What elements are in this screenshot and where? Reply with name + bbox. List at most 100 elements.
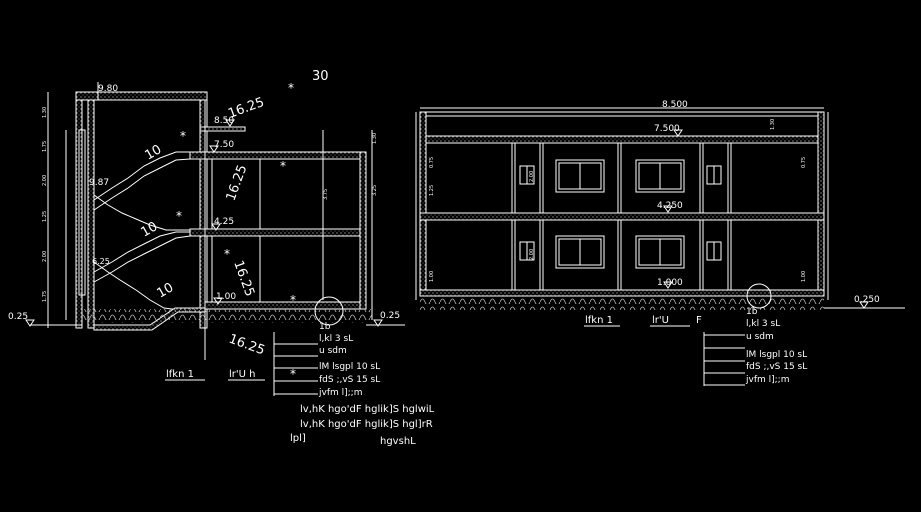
stair-text-2: 10 — [139, 219, 161, 240]
right-end-wall — [359, 151, 367, 310]
right-legend: 1b l,kl 3 sL u sdm lM lsgpl 10 sL fdS ;,… — [703, 307, 807, 386]
right-section — [415, 107, 905, 310]
stair-flight-upper-b — [93, 158, 191, 211]
right-section-title-b: lr'U — [652, 315, 669, 326]
right-roof-slab — [419, 135, 825, 144]
left-section-title-b: lr'U h — [229, 369, 255, 380]
window-lower-1 — [555, 235, 605, 269]
rvdim-4: 2.00 — [529, 171, 535, 182]
right-dim-mid: 4.250 — [657, 201, 683, 211]
rvdim-1b: 0.75 — [801, 157, 807, 168]
rvdim-5: 1.00 — [801, 271, 807, 282]
right-dim-roof: 7.500 — [654, 124, 680, 134]
legend-right-0: l,kl 3 sL — [746, 319, 780, 329]
slope-b-label: 16.25 — [224, 163, 251, 203]
rvdim-3: 1.00 — [429, 271, 435, 282]
legend-right-3: fdS ;,vS 15 sL — [746, 362, 807, 372]
note-3: hgvshL — [380, 436, 416, 447]
window-upper-3 — [519, 165, 535, 185]
vdim-2: 2.00 — [42, 175, 48, 186]
stair-text-1: 10 — [143, 142, 165, 163]
vdim-3: 1.25 — [42, 211, 48, 222]
star-mark-6: * — [290, 293, 296, 307]
right-right-wall — [817, 111, 825, 296]
right-ground-hatch — [420, 296, 824, 310]
stair-flight-lower-b — [93, 235, 191, 283]
ground-hatch — [82, 309, 372, 323]
stair-flight-upper — [93, 151, 190, 201]
left-section-texts: 9.80 8.50 7.50 4.25 1.00 0.25 0.25 9.87 … — [8, 69, 400, 381]
parapet — [199, 126, 246, 132]
rvdim-4b: 2.00 — [529, 249, 535, 260]
right-vertical-dims: 0.75 1.25 1.00 2.00 2.00 1.30 0.75 1.00 — [429, 119, 807, 282]
notes: lv,hK hgo'dF hglik]S hglwiL lv,hK hgo'dF… — [290, 404, 435, 447]
stair-window-strip — [78, 129, 86, 296]
dim-floor-mid-label: 4.25 — [214, 217, 234, 227]
note-0: lv,hK hgo'dF hglik]S hglwiL — [300, 404, 435, 415]
stair-flight-mid — [93, 194, 190, 231]
legend-left-num: 1b — [319, 322, 331, 332]
vdim-0: 1.30 — [42, 107, 48, 118]
legend-right-2: lM lsgpl 10 sL — [746, 350, 807, 360]
left-section-title: lfkn 1 — [166, 369, 194, 380]
window-upper-4 — [706, 165, 722, 185]
left-vertical-dims: 1.30 1.75 2.00 1.25 2.00 1.75 3.75 3.25 … — [42, 107, 378, 302]
window-lower-3 — [519, 241, 535, 261]
star-mark-4: * — [176, 209, 182, 223]
dim-floor1-label: 7.50 — [214, 140, 234, 150]
legend-left-2: lM lsgpl 10 sL — [319, 362, 380, 372]
window-lower-2 — [635, 235, 685, 269]
legend-left-4: jvfm l];;m — [318, 388, 362, 398]
legend-right-num: 1b — [746, 307, 758, 317]
stair-text-3: 10 — [155, 280, 177, 301]
rvdim-2: 1.25 — [429, 185, 435, 196]
vdim-4: 2.00 — [42, 251, 48, 262]
rvdim-1: 0.75 — [429, 157, 435, 168]
upper-slab — [189, 151, 367, 160]
dim-left-grade-label: 0.25 — [8, 312, 28, 322]
right-section-title-c: F — [696, 315, 702, 326]
right-dim-ground: 1.000 — [657, 278, 683, 288]
dim-top-label: 9.80 — [98, 84, 118, 94]
right-ground-slab — [419, 289, 825, 297]
right-dim-grade: 0.250 — [854, 295, 880, 305]
note-2: lpl] — [290, 433, 306, 444]
star-mark: * — [288, 81, 294, 95]
dim-ground-label: 1.00 — [216, 292, 236, 302]
legend-right-4: jvfm l];;m — [745, 375, 789, 385]
left-title: lfkn 1 lr'U h — [165, 369, 265, 381]
legend-left-1: u sdm — [319, 346, 347, 356]
right-left-wall — [419, 111, 427, 296]
detail-circle-right — [746, 283, 772, 309]
vdim-6: 3.75 — [323, 189, 329, 200]
right-section-title: lfkn 1 — [585, 315, 613, 326]
star-30-label: 30 — [312, 69, 329, 84]
window-upper-2 — [635, 159, 685, 193]
rvdim-0: 1.30 — [770, 119, 776, 130]
left-section — [30, 82, 405, 360]
vdim-8: 1.30 — [372, 133, 378, 144]
dim-roof-label: 8.50 — [214, 116, 234, 126]
slope-a-label: 16.25 — [226, 95, 266, 122]
right-parapet-top — [419, 111, 825, 117]
right-section-texts: 8.500 7.500 4.250 1.000 0.250 — [654, 100, 880, 305]
stair-level-label: 9.87 — [89, 178, 109, 188]
dim-right-grade-label: 0.25 — [380, 311, 400, 321]
level-a-label: 6.25 — [92, 257, 110, 266]
star-mark-3: * — [280, 159, 286, 173]
legend-left-0: l,kl 3 sL — [319, 334, 353, 344]
left-level-markers — [25, 119, 383, 327]
stair-flight-ground — [93, 261, 181, 311]
right-mid-slab — [419, 212, 825, 221]
window-lower-4 — [706, 241, 722, 261]
left-inner-wall — [87, 91, 95, 329]
star-mark-7: * — [290, 367, 296, 381]
window-upper-1 — [555, 159, 605, 193]
left-legend: 1b l,kl 3 sL u sdm lM lsgpl 10 sL fdS ;,… — [273, 322, 380, 398]
vdim-1: 1.75 — [42, 141, 48, 152]
legend-left-3: fdS ;,vS 15 sL — [319, 375, 380, 385]
vdim-7: 3.25 — [372, 185, 378, 196]
slope-d-label: 16.25 — [227, 332, 267, 359]
star-mark-5: * — [224, 247, 230, 261]
